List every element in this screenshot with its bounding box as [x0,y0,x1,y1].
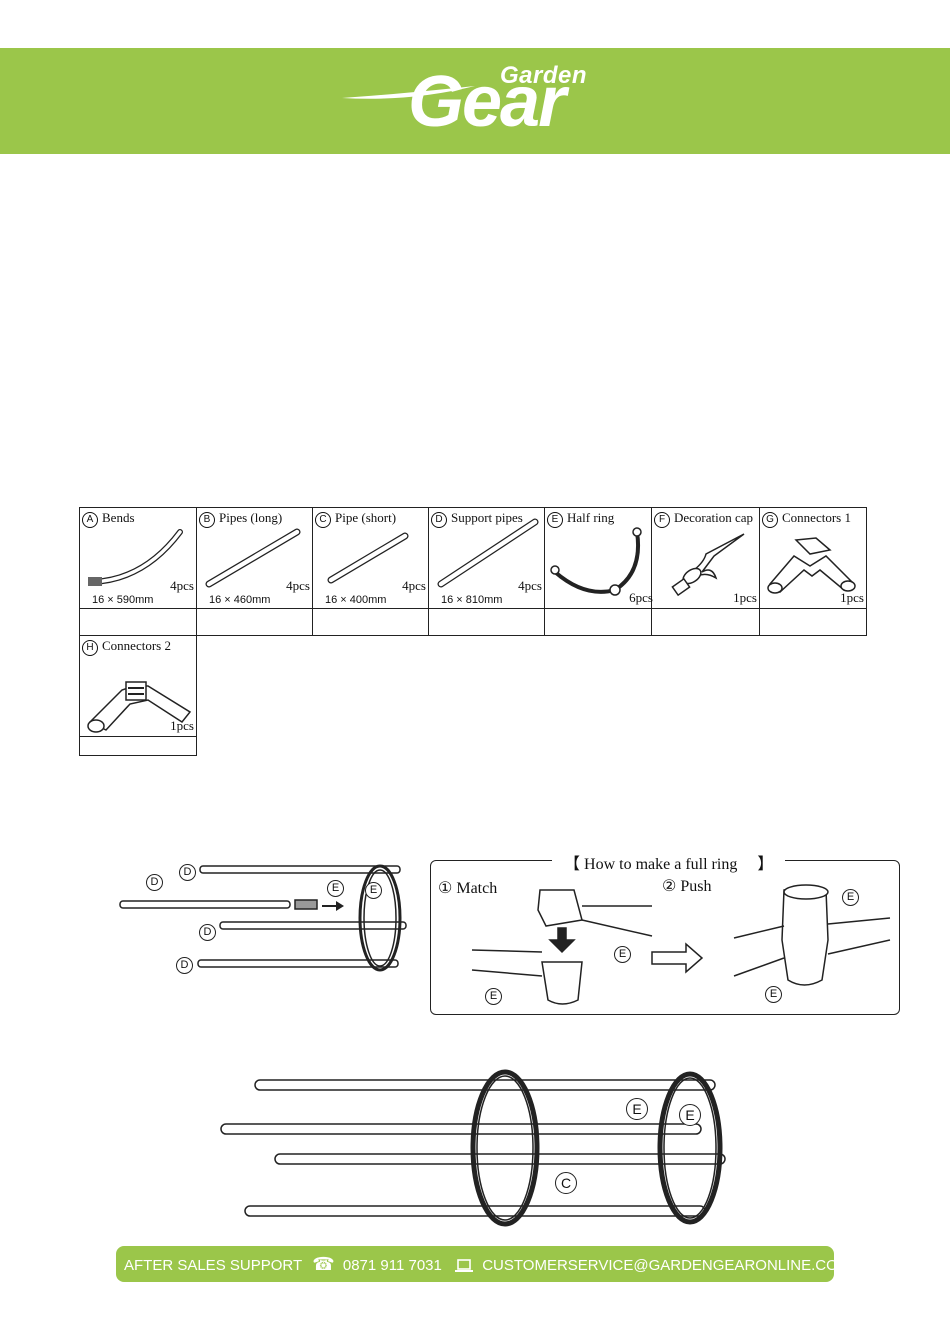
part-qty-g: 1pcs [840,590,864,605]
half-ring-icon [550,527,642,596]
part-qty-c: 4pcs [402,578,426,593]
part-dim-b: 16 × 460mm [209,594,271,606]
part-qty-a: 4pcs [170,578,194,593]
full-ring-title: 【 How to make a full ring 】 [552,850,786,874]
label-e-push-top: E [842,889,859,906]
after-sales-support-bar: AFTER SALES SUPPORT ☎ 0871 911 7031 CUST… [116,1246,863,1284]
full-ring-steps-diagram [471,884,891,1005]
long-pipe-icon [205,528,301,588]
step-push: ② Push [662,878,712,895]
label-d-middle: D [199,924,216,941]
part-dim-a: 16 × 590mm [92,594,154,606]
part-qty-b: 4pcs [286,578,310,593]
label-e-left: E [327,880,344,897]
label-e-ring-right: E [679,1104,701,1126]
decoration-cap-icon [671,533,745,597]
logo-swoosh-icon [342,86,475,99]
part-qty-h: 1pcs [170,718,194,733]
label-e-ring-left: E [626,1098,648,1120]
connector-2-icon [87,681,192,733]
part-qty-e: 6pcs [629,590,653,605]
laptop-icon [454,1248,474,1284]
label-e-match-bottom: E [485,988,502,1005]
label-e-right: E [365,882,382,899]
brand-name-small: Garden [500,62,588,89]
header-banner: Gear Garden [0,48,950,154]
part-qty-d: 4pcs [518,578,542,593]
brand-logo: Gear Garden [340,54,610,146]
support-label: AFTER SALES SUPPORT [124,1257,303,1274]
bend-pipe-icon [88,529,183,586]
parts-row-1-blank [79,608,867,636]
phone-icon: ☎ [312,1254,335,1274]
brand-name-big: Gear [408,62,566,142]
connector-1-icon [767,537,856,594]
short-pipe-icon [327,532,409,584]
assembly-diagram-support-pipes [119,864,407,972]
label-d-bottom: D [176,957,193,974]
label-c-pipe: C [555,1172,577,1194]
label-d-top: D [179,864,196,881]
label-e-match-top: E [614,946,631,963]
label-d-left: D [146,874,163,891]
label-e-push-bottom: E [765,986,782,1003]
step-match: ① Match [438,880,498,897]
part-dim-d: 16 × 810mm [441,594,503,606]
part-dim-c: 16 × 400mm [325,594,387,606]
support-pipe-icon [437,518,539,588]
parts-row-2-blank [79,736,867,756]
assembly-diagram-double-ring [220,1069,726,1227]
part-qty-f: 1pcs [733,590,757,605]
support-phone[interactable]: 0871 911 7031 [342,1257,442,1274]
support-email[interactable]: CUSTOMERSERVICE@GARDENGEARONLINE.CO.UK [482,1257,863,1274]
